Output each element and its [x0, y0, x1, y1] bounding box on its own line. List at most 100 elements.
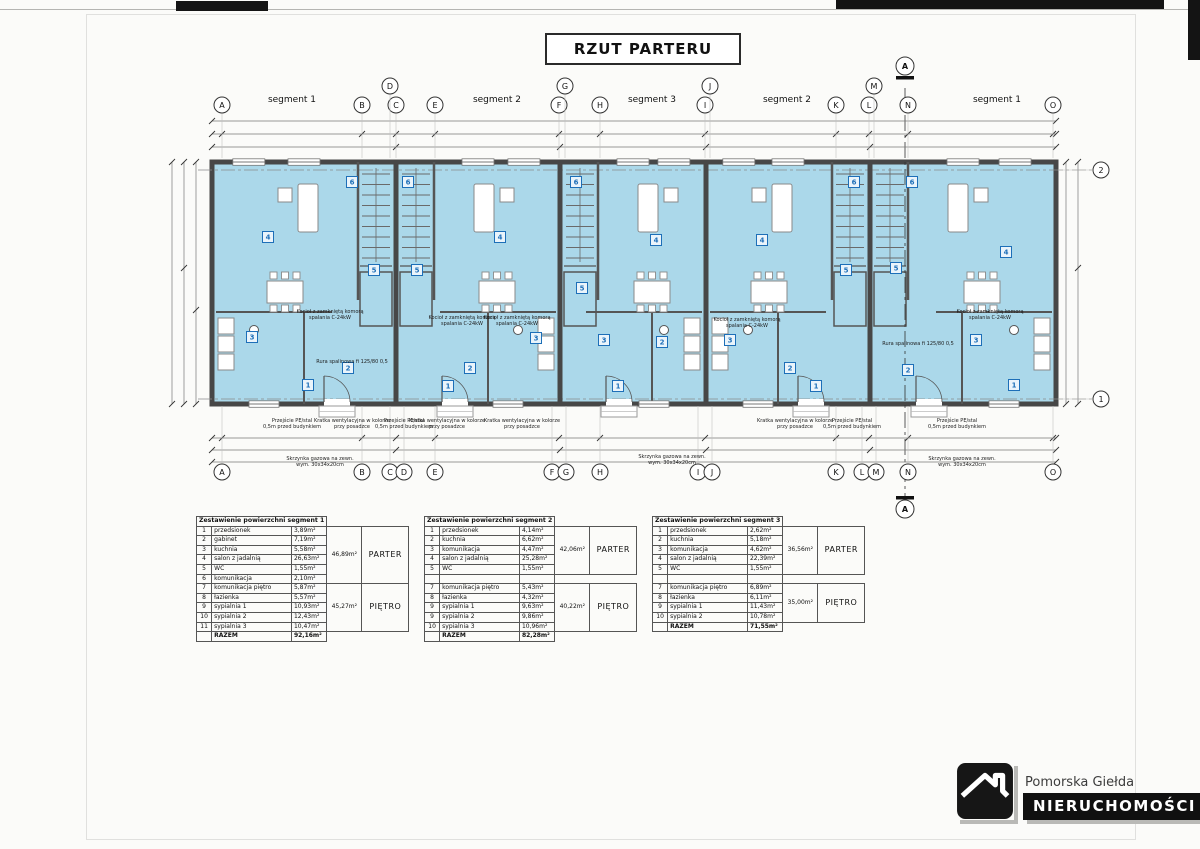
- svg-text:K: K: [833, 468, 839, 477]
- svg-text:1: 1: [446, 383, 451, 391]
- svg-text:A: A: [902, 505, 909, 514]
- table-title: Zestawienie powierzchni segment 2: [423, 516, 556, 527]
- room-number-badge: 2: [464, 362, 476, 374]
- svg-text:1: 1: [306, 382, 311, 390]
- svg-text:O: O: [1050, 468, 1056, 477]
- svg-text:5: 5: [415, 267, 420, 275]
- room-number-badge: 5: [890, 262, 902, 274]
- segment-label: segment 2: [763, 95, 811, 105]
- svg-text:4: 4: [266, 234, 271, 242]
- svg-text:5: 5: [844, 267, 849, 275]
- grid-marker-J: J: [701, 77, 719, 95]
- svg-text:6: 6: [350, 179, 355, 187]
- svg-text:5: 5: [372, 267, 377, 275]
- scan-artifact-mark: [1188, 0, 1200, 60]
- segment-label: segment 1: [973, 95, 1021, 105]
- svg-text:1: 1: [814, 383, 819, 391]
- room-number-badge: 5: [840, 264, 852, 276]
- room-number-badge: 4: [650, 234, 662, 246]
- svg-text:D: D: [401, 468, 407, 477]
- svg-text:H: H: [597, 101, 603, 110]
- room-number-badge: 6: [402, 176, 414, 188]
- svg-text:L: L: [860, 468, 865, 477]
- svg-text:4: 4: [654, 237, 659, 245]
- room-number-badge: 6: [906, 176, 918, 188]
- svg-text:F: F: [557, 101, 562, 110]
- svg-text:A: A: [902, 62, 909, 71]
- room-number-badge: 4: [756, 234, 768, 246]
- room-number-badge: 3: [970, 334, 982, 346]
- svg-text:6: 6: [910, 179, 915, 187]
- svg-text:3: 3: [728, 337, 733, 345]
- svg-text:3: 3: [534, 335, 539, 343]
- scan-artifact-mark: [836, 0, 1164, 9]
- drawing-title: RZUT PARTERU: [573, 40, 713, 58]
- room-number-badge: 2: [784, 362, 796, 374]
- room-number-badge: 3: [724, 334, 736, 346]
- room-number-badge: 2: [656, 336, 668, 348]
- room-number-badge: 3: [530, 332, 542, 344]
- scan-artifact-mark: [176, 1, 268, 11]
- room-number-badge: 6: [346, 176, 358, 188]
- svg-text:A: A: [219, 468, 225, 477]
- grid-marker-B: B: [353, 463, 371, 481]
- house-logo-icon: [956, 762, 1014, 820]
- grid-marker-A: A: [213, 96, 231, 114]
- svg-text:1: 1: [616, 383, 621, 391]
- svg-text:3: 3: [250, 334, 255, 342]
- scan-artifact-line: [0, 9, 1200, 10]
- grid-marker-A: A: [213, 463, 231, 481]
- segment-label: segment 3: [628, 95, 676, 105]
- grid-marker-M: M: [867, 463, 885, 481]
- room-number-badge: 3: [598, 334, 610, 346]
- svg-text:M: M: [871, 82, 878, 91]
- svg-text:O: O: [1050, 101, 1056, 110]
- room-number-badge: 5: [411, 264, 423, 276]
- svg-text:B: B: [359, 468, 365, 477]
- svg-text:E: E: [432, 468, 437, 477]
- room-number-badge: 2: [342, 362, 354, 374]
- svg-text:N: N: [905, 468, 911, 477]
- svg-text:1: 1: [1012, 382, 1017, 390]
- svg-text:M: M: [873, 468, 880, 477]
- room-number-badge: 1: [442, 380, 454, 392]
- grid-marker-A: A: [895, 499, 915, 519]
- svg-text:6: 6: [852, 179, 857, 187]
- room-number-badge: 3: [246, 331, 258, 343]
- segment-label: segment 1: [268, 95, 316, 105]
- svg-text:B: B: [359, 101, 365, 110]
- grid-marker-H: H: [591, 463, 609, 481]
- room-number-badge: 1: [810, 380, 822, 392]
- room-number-badge: 6: [570, 176, 582, 188]
- grid-marker-K: K: [827, 96, 845, 114]
- svg-text:3: 3: [602, 337, 607, 345]
- svg-text:4: 4: [1004, 249, 1009, 257]
- grid-marker-G: G: [556, 77, 574, 95]
- room-number-badge: 5: [576, 282, 588, 294]
- grid-marker-F: F: [550, 96, 568, 114]
- svg-text:I: I: [697, 468, 699, 477]
- svg-text:3: 3: [974, 337, 979, 345]
- table-title: Zestawienie powierzchni segment 3: [651, 516, 784, 527]
- svg-text:C: C: [387, 468, 393, 477]
- svg-text:2: 2: [468, 365, 473, 373]
- svg-text:J: J: [710, 468, 713, 477]
- svg-text:5: 5: [580, 285, 585, 293]
- grid-marker-I: I: [696, 96, 714, 114]
- svg-text:D: D: [387, 82, 393, 91]
- svg-text:C: C: [393, 101, 399, 110]
- svg-text:2: 2: [1098, 166, 1103, 175]
- grid-marker-D: D: [381, 77, 399, 95]
- svg-text:G: G: [563, 468, 569, 477]
- grid-marker-C: C: [387, 96, 405, 114]
